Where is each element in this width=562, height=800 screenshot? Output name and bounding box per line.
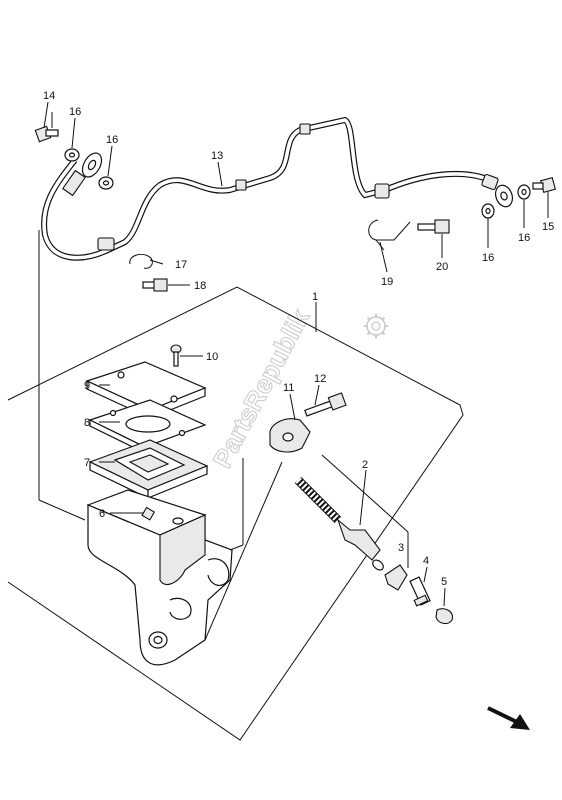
screw-10 [170,344,182,367]
diaphragm-7 [88,439,209,499]
bolt-14 [34,125,59,143]
gear-icon [364,314,388,338]
callout-17: 17 [175,259,187,271]
bolt-15 [532,176,557,194]
bolt-18 [142,278,168,292]
callout-10: 10 [206,351,218,363]
callout-5: 5 [441,576,447,588]
callout-7: 7 [84,457,90,469]
bolt-12 [304,392,347,417]
clamp-17 [129,253,153,269]
washer-16b [98,176,114,190]
callout-14: 14 [43,90,55,102]
callout-13: 13 [211,150,223,162]
callout-2: 2 [362,459,368,471]
arrow-down-right-icon [487,706,530,730]
callout-20: 20 [436,261,448,273]
callout-16a: 16 [69,106,81,118]
callout-8: 8 [84,417,90,429]
callout-19: 19 [381,276,393,288]
banjo-fitting-right [235,123,514,208]
callout-labels: 14 16 16 13 17 18 19 20 16 16 15 1 10 9 … [43,90,554,588]
leader-lines [43,101,549,641]
callout-16b: 16 [106,134,118,146]
callout-15: 15 [542,221,554,233]
callout-11: 11 [283,382,294,394]
assembly-frame [7,286,464,741]
callout-9: 9 [84,380,90,392]
callout-1: 1 [312,291,318,303]
piston-spring-2 [294,476,381,561]
clip-19 [368,219,411,251]
washer-16a [64,148,80,162]
callout-16d: 16 [518,232,530,244]
bolt-20 [417,219,450,234]
callout-16c: 16 [482,252,494,264]
boot-5 [435,608,454,625]
seal-3 [372,559,408,591]
callout-18: 18 [194,280,206,292]
push-rod-4 [409,576,431,607]
callout-12: 12 [314,373,326,385]
banjo-fitting-left [62,152,115,251]
callout-3: 3 [398,542,404,554]
callout-4: 4 [423,555,429,567]
brake-hose [41,116,492,261]
master-cylinder-body [86,489,233,666]
screw-6 [141,506,156,521]
callout-6: 6 [99,508,105,520]
washer-16d [517,184,531,200]
holder-11 [269,418,311,453]
plate-8 [88,399,207,454]
washer-16c [481,203,495,219]
